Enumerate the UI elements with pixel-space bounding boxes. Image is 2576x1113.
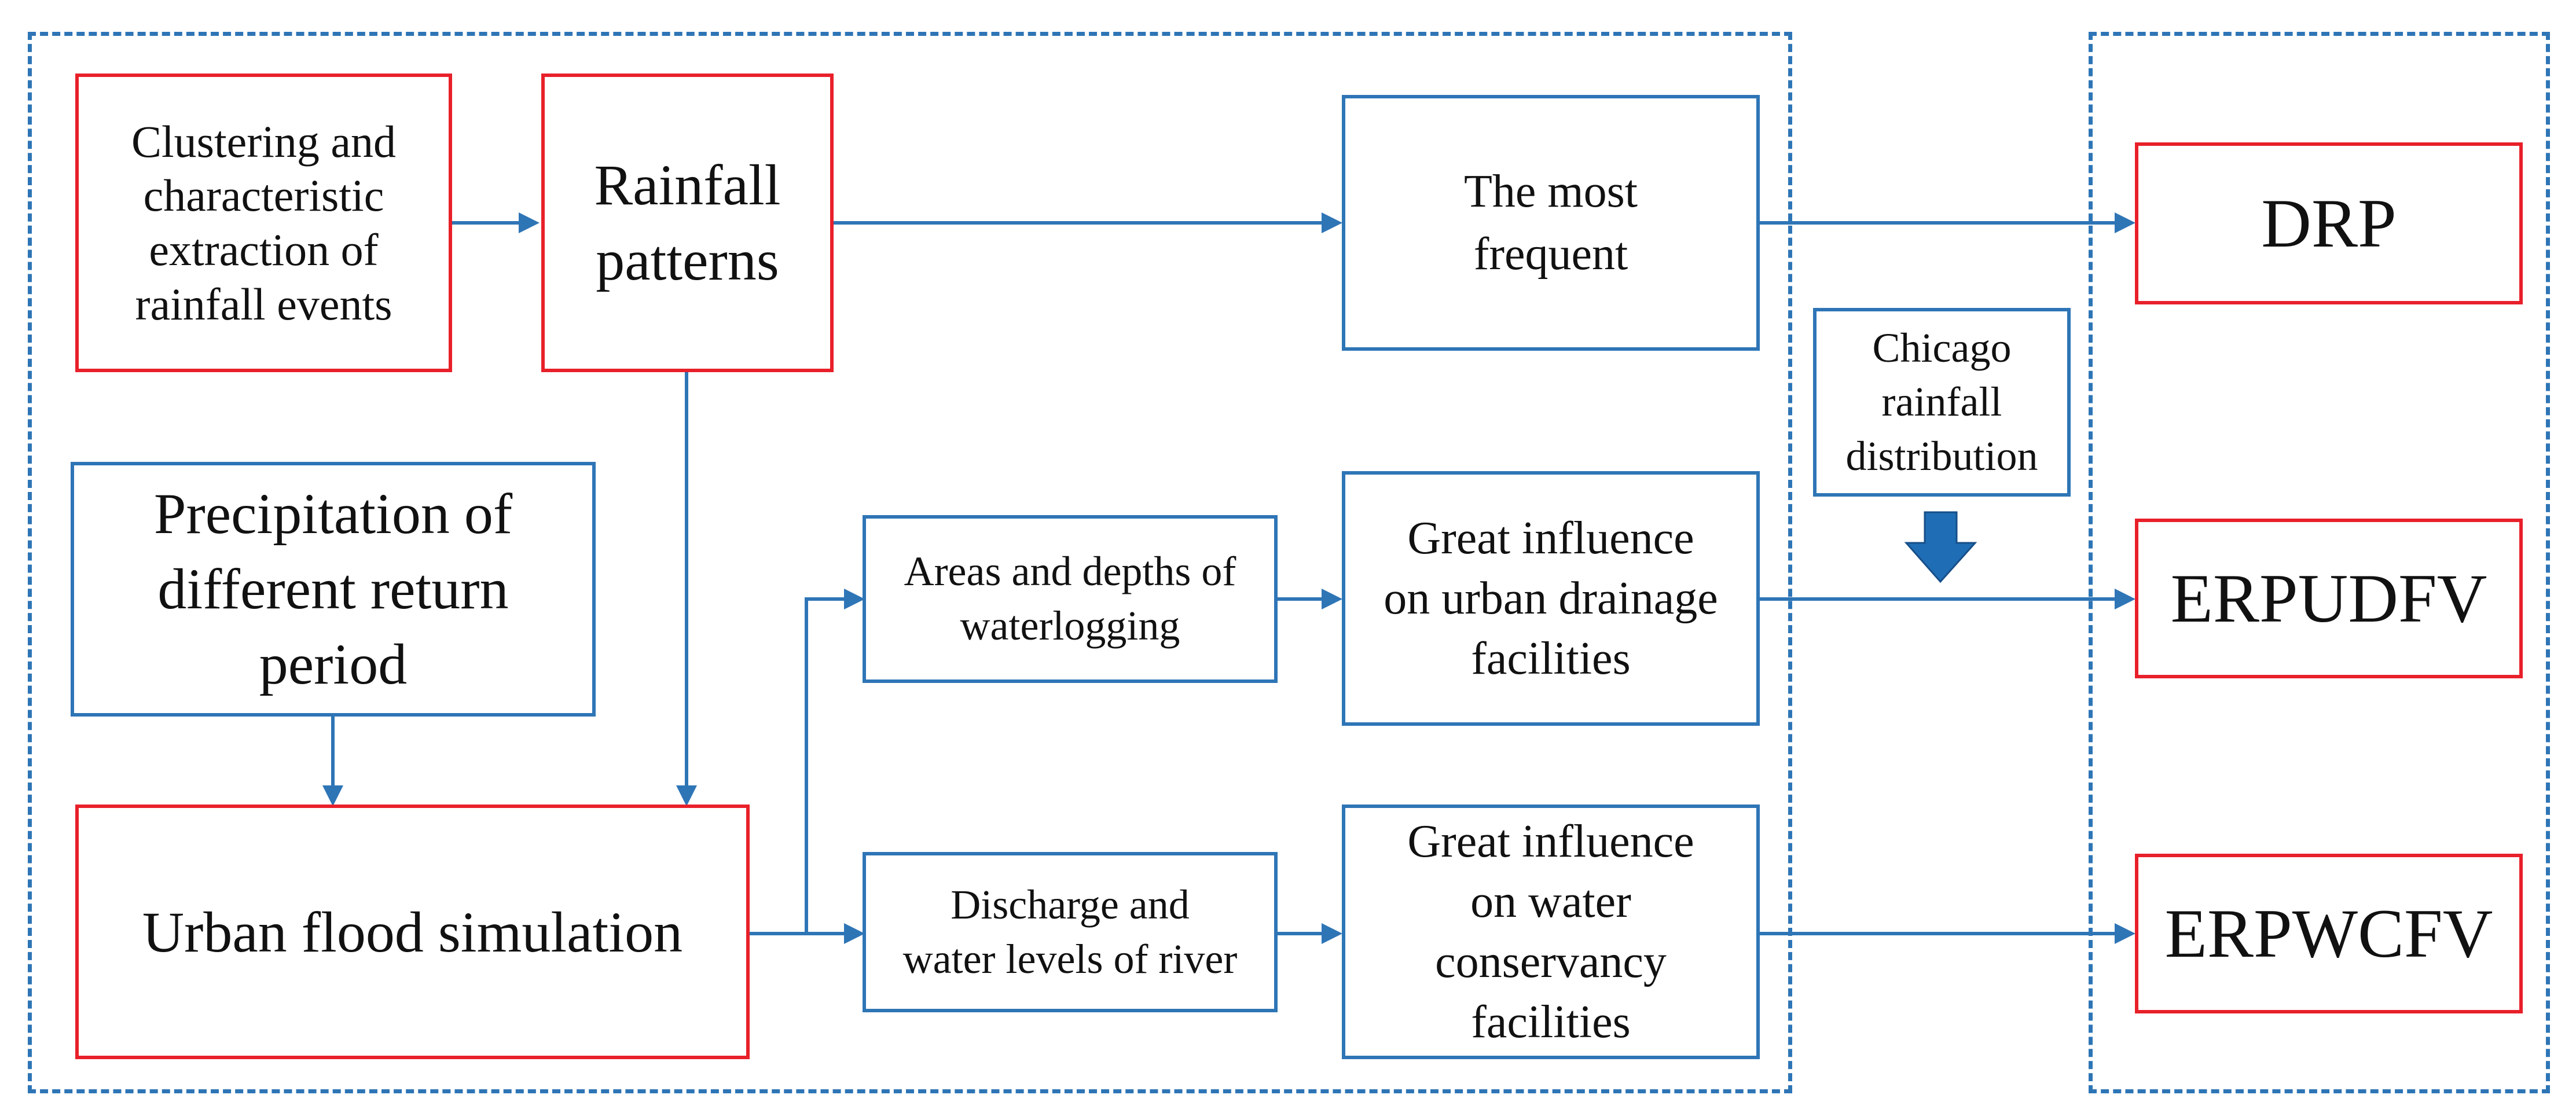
node-urban-flood-simulation-label: Urban flood simulation: [142, 899, 683, 964]
block-arrow-icon: [1904, 511, 1977, 583]
node-drainage-influence: Great influence on urban drainage facili…: [1342, 471, 1760, 726]
node-discharge-label: Discharge and water levels of river: [902, 881, 1238, 982]
node-erpwcfv: ERPWCFV: [2135, 854, 2523, 1013]
node-chicago-distribution-label: Chicago rainfall distribution: [1845, 324, 2038, 479]
node-erpudfv: ERPUDFV: [2135, 519, 2523, 678]
node-conservancy-influence-label: Great influence on water conservancy fac…: [1407, 816, 1694, 1048]
analysis-region: [28, 32, 1792, 1093]
node-urban-flood-simulation: Urban flood simulation: [75, 805, 750, 1059]
node-clustering-label: Clustering and characteristic extraction…: [131, 116, 397, 329]
node-most-frequent: The most frequent: [1342, 95, 1760, 351]
node-clustering: Clustering and characteristic extraction…: [75, 74, 452, 372]
node-waterlogging: Areas and depths of waterlogging: [863, 515, 1278, 683]
output-region: [2089, 32, 2550, 1093]
node-drp-label: DRP: [2261, 185, 2397, 262]
node-chicago-distribution: Chicago rainfall distribution: [1813, 308, 2071, 497]
node-waterlogging-label: Areas and depths of waterlogging: [904, 548, 1236, 649]
node-rainfall-patterns-label: Rainfall patterns: [594, 153, 781, 292]
node-erpwcfv-label: ERPWCFV: [2164, 895, 2493, 972]
node-discharge: Discharge and water levels of river: [863, 852, 1278, 1012]
node-rainfall-patterns: Rainfall patterns: [541, 74, 834, 372]
node-precipitation: Precipitation of different return period: [71, 462, 596, 717]
node-drainage-influence-label: Great influence on urban drainage facili…: [1384, 513, 1718, 684]
edge-simulation-to-waterlogging: [750, 589, 865, 935]
node-most-frequent-label: The most frequent: [1464, 166, 1638, 280]
node-erpudfv-label: ERPUDFV: [2170, 560, 2487, 637]
node-drp: DRP: [2135, 142, 2523, 304]
node-conservancy-influence: Great influence on water conservancy fac…: [1342, 805, 1760, 1059]
node-precipitation-label: Precipitation of different return period: [153, 482, 513, 696]
